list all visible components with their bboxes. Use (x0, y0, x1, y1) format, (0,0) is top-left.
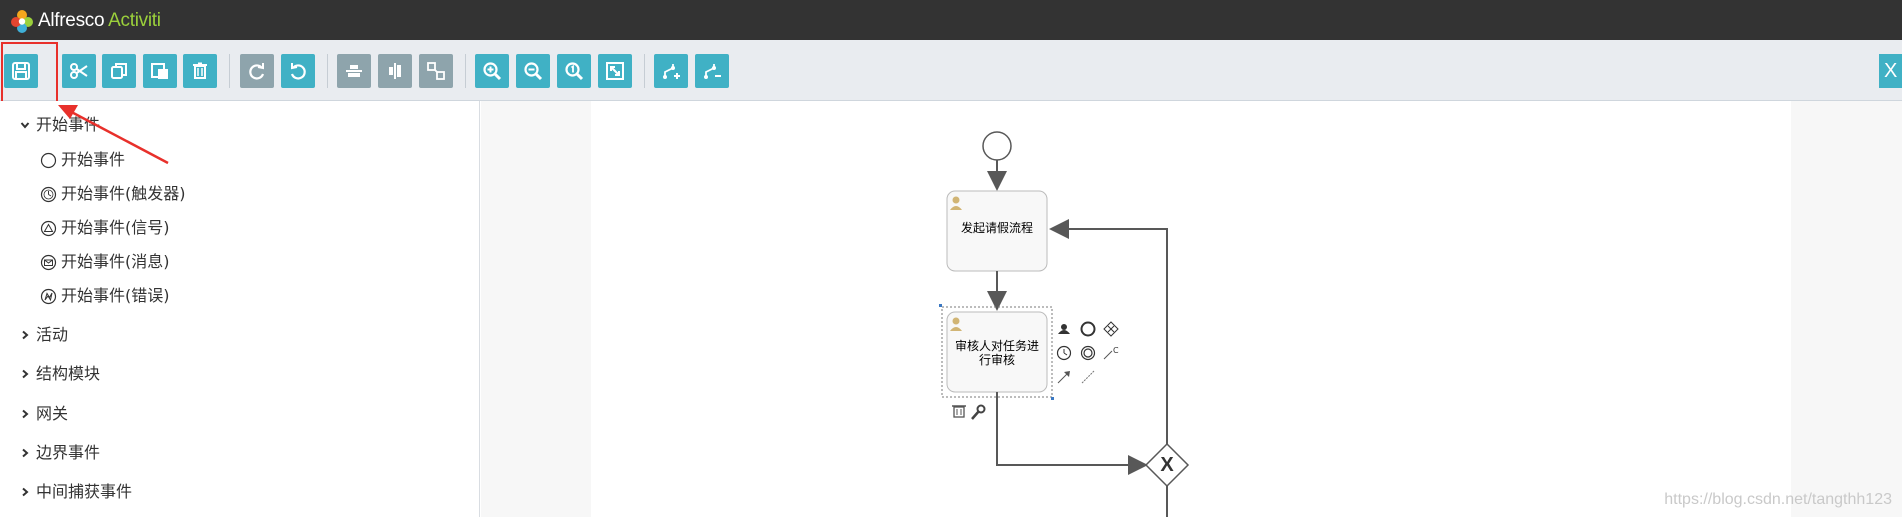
error-icon (40, 288, 57, 304)
shape-quick-menu[interactable]: C (952, 321, 1119, 420)
save-icon (12, 62, 30, 80)
zoom-in-button[interactable] (475, 54, 509, 88)
chevron-right-icon (20, 447, 32, 459)
align-vertical-icon (346, 65, 362, 77)
task2-label-line1: 审核人对任务进 (954, 339, 1039, 353)
palette-category-structural[interactable]: 结构模块 (20, 363, 100, 385)
wrench-icon[interactable] (971, 404, 986, 420)
undo-button[interactable] (281, 54, 315, 88)
copy-icon (111, 63, 127, 79)
remove-bendpoint-icon (704, 64, 721, 79)
item-label: 开始事件(信号) (61, 218, 170, 237)
task2-label: 审核人对任务进 行审核 (947, 339, 1047, 367)
shape-palette: 开始事件 开始事件 开始事件(触发器) 开始事件(信号) 开始事件(消息) 开始… (0, 101, 480, 517)
palette-item-start-timer[interactable]: 开始事件(触发器) (40, 183, 186, 205)
diagram-canvas-area[interactable]: C 发起请假流程 审核人对任务进 (481, 101, 1902, 517)
delete-shape-icon[interactable] (952, 405, 966, 418)
gateway-symbol: X (1160, 454, 1174, 476)
save-highlight-box (1, 42, 58, 103)
top-bar: Alfresco Activiti (0, 0, 1902, 40)
same-size-icon (427, 62, 445, 80)
zoom-actual-icon (565, 62, 584, 81)
redo-button[interactable] (240, 54, 274, 88)
redo-icon (249, 63, 265, 80)
user-task-icon (950, 196, 962, 210)
zoom-out-icon (524, 62, 543, 81)
toolbar (0, 40, 1902, 101)
palette-item-start-signal[interactable]: 开始事件(信号) (40, 217, 170, 239)
flow-task2-to-gateway[interactable] (996, 392, 1148, 475)
cut-icon (70, 63, 88, 79)
palette-category-intermediate-catch[interactable]: 中间捕获事件 (20, 481, 132, 503)
alfresco-logo-icon (11, 10, 33, 33)
task2-label-line2: 行审核 (978, 353, 1015, 367)
diagram-canvas[interactable]: C 发起请假流程 审核人对任务进 (591, 101, 1791, 517)
cut-button[interactable] (62, 54, 96, 88)
remove-bendpoint-button[interactable] (695, 54, 729, 88)
chevron-down-icon (20, 119, 32, 131)
user-task-icon (950, 317, 962, 331)
chevron-right-icon (20, 408, 32, 420)
copy-button[interactable] (102, 54, 136, 88)
start-event[interactable] (982, 131, 1012, 161)
paste-icon (151, 63, 168, 79)
align-horizontal-icon (389, 63, 401, 79)
flow-gateway-to-task1[interactable] (1049, 219, 1168, 444)
chevron-right-icon (20, 329, 32, 341)
paste-button[interactable] (143, 54, 177, 88)
zoom-out-button[interactable] (516, 54, 550, 88)
chevron-right-icon (20, 368, 32, 380)
save-button[interactable] (4, 54, 38, 88)
chevron-right-icon (20, 486, 32, 498)
align-vertical-button[interactable] (337, 54, 371, 88)
item-label: 开始事件(触发器) (61, 184, 186, 203)
item-label: 开始事件(消息) (61, 252, 170, 271)
exclusive-gateway[interactable] (1144, 442, 1190, 488)
align-horizontal-button[interactable] (378, 54, 412, 88)
palette-item-start-none[interactable]: 开始事件 (40, 149, 125, 171)
signal-icon (40, 220, 57, 236)
item-label: 开始事件 (61, 150, 126, 169)
palette-item-start-message[interactable]: 开始事件(消息) (40, 251, 170, 273)
delete-button[interactable] (183, 54, 217, 88)
task1-label: 发起请假流程 (960, 221, 1033, 235)
palette-item-start-error[interactable]: 开始事件(错误) (40, 285, 170, 307)
zoom-fit-icon (606, 62, 624, 80)
watermark: https://blog.csdn.net/tangthh123 (1664, 491, 1892, 508)
brand-primary: Alfresco (38, 10, 105, 31)
brand-secondary: Activiti (108, 10, 161, 31)
start-event-icon (40, 152, 57, 168)
brand-name: Alfresco Activiti (38, 10, 161, 32)
zoom-in-icon (483, 62, 502, 81)
add-bendpoint-button[interactable] (654, 54, 688, 88)
delete-icon (193, 62, 207, 79)
item-label: 开始事件(错误) (61, 286, 170, 305)
annotation-arrow (58, 105, 169, 165)
close-button[interactable]: X (1879, 54, 1902, 88)
message-icon (40, 254, 57, 270)
palette-category-gateways[interactable]: 网关 (20, 403, 68, 425)
svg-text:C: C (1113, 346, 1119, 355)
category-label: 结构模块 (36, 364, 101, 383)
timer-icon (40, 186, 57, 202)
bpmn-diagram: C (939, 131, 1190, 517)
undo-icon (290, 63, 306, 80)
category-label: 活动 (36, 325, 69, 344)
zoom-fit-button[interactable] (598, 54, 632, 88)
add-bendpoint-icon (663, 64, 680, 79)
zoom-actual-button[interactable] (557, 54, 591, 88)
category-label: 边界事件 (36, 443, 101, 462)
palette-category-boundary-events[interactable]: 边界事件 (20, 442, 100, 464)
category-label: 中间捕获事件 (36, 482, 133, 501)
category-label: 网关 (36, 404, 69, 423)
same-size-button[interactable] (419, 54, 453, 88)
palette-category-activities[interactable]: 活动 (20, 324, 68, 346)
